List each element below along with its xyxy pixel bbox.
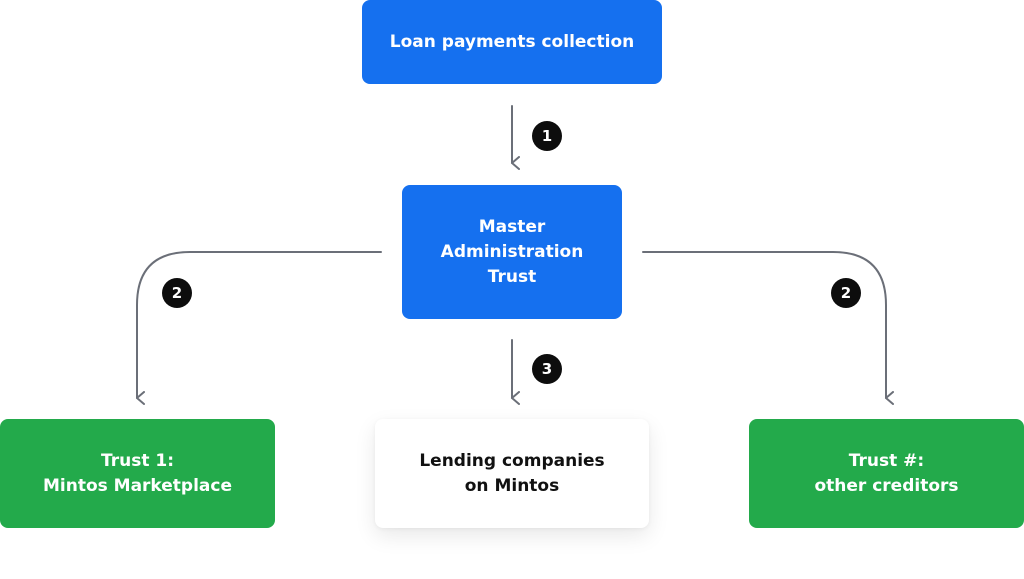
node-label-line: Trust	[487, 266, 537, 287]
step-badge-2-right: 2	[831, 278, 861, 308]
trust1-mintos-marketplace-node: Trust 1: Mintos Marketplace	[0, 419, 275, 528]
node-label: Loan payments collection	[389, 31, 635, 52]
step-badge-3: 3	[532, 354, 562, 384]
master-administration-trust-node: Master Administration Trust	[402, 185, 622, 319]
lending-companies-node: Lending companies on Mintos	[375, 419, 649, 528]
arrow-master-to-trust1	[136, 251, 382, 405]
step-badge-1: 1	[532, 121, 562, 151]
node-label-line: Master	[478, 216, 546, 237]
node-label-line: on Mintos	[464, 475, 560, 496]
step-badge-2-left: 2	[162, 278, 192, 308]
arrow-master-to-trustn	[642, 251, 894, 405]
node-label-line: Trust #:	[848, 450, 925, 471]
loan-payments-collection-node: Loan payments collection	[362, 0, 662, 84]
node-label-line: Trust 1:	[100, 450, 174, 471]
trust-other-creditors-node: Trust #: other creditors	[749, 419, 1024, 528]
node-label-line: other creditors	[814, 475, 959, 496]
node-label-line: Lending companies	[419, 450, 605, 471]
node-label-line: Administration	[440, 241, 584, 262]
node-label-line: Mintos Marketplace	[42, 475, 233, 496]
